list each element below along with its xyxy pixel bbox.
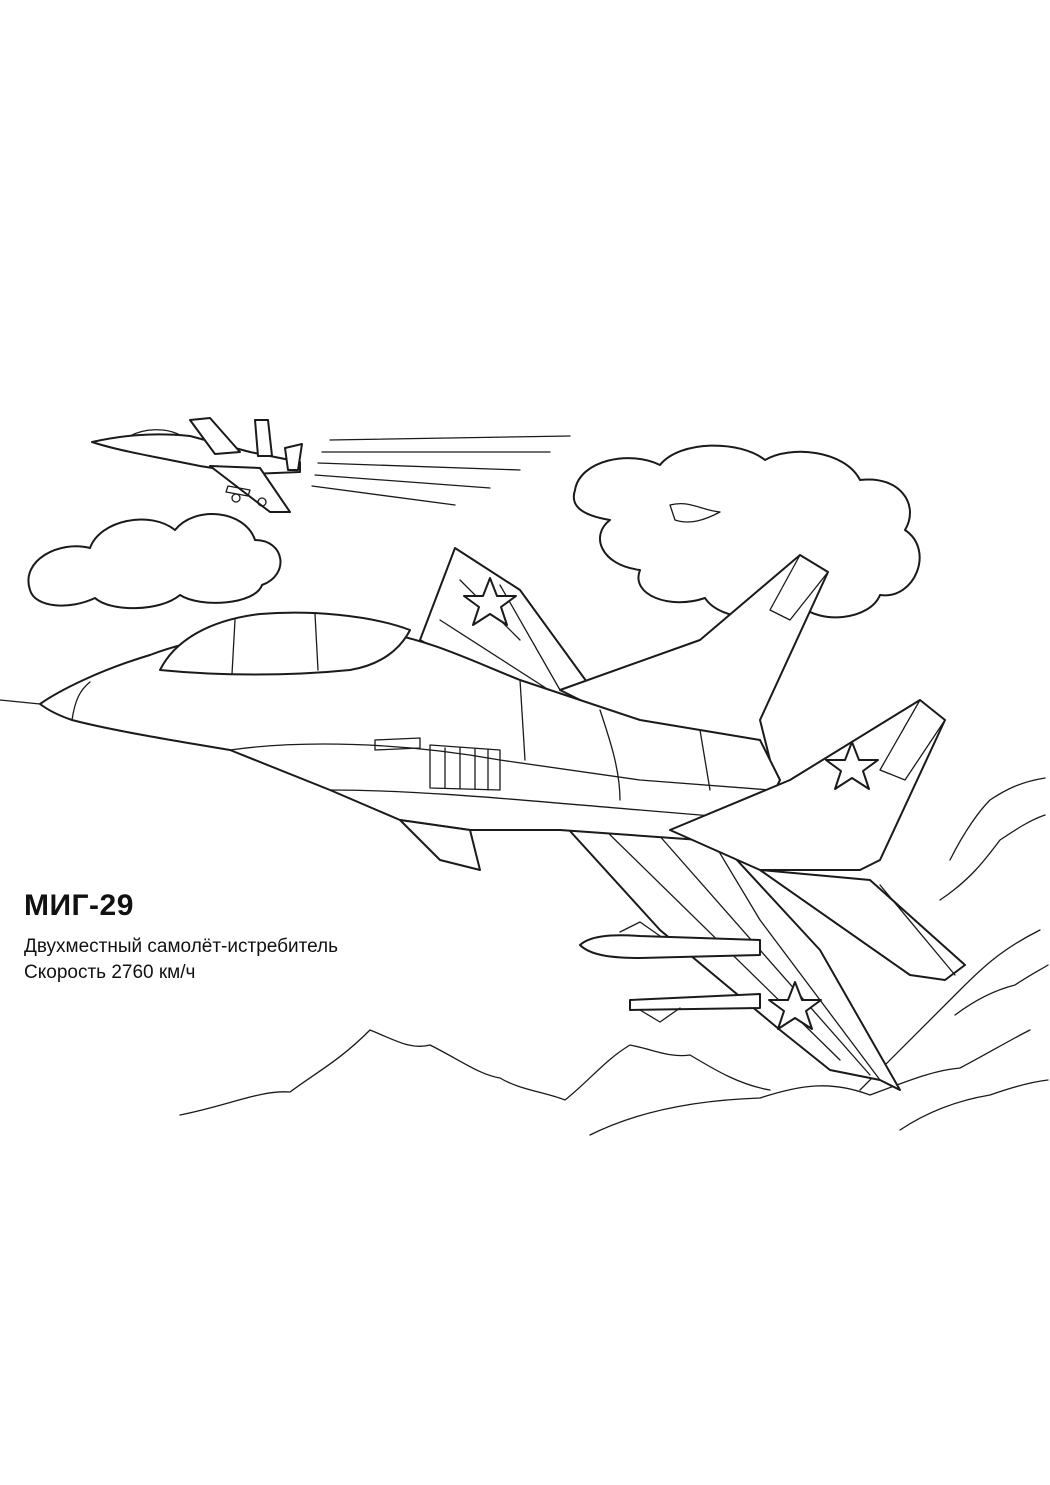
missiles	[579, 921, 761, 1023]
cloud-right	[572, 444, 921, 620]
aircraft-speed: Скорость 2760 км/ч	[24, 962, 196, 983]
star-insignia-tail-far	[463, 577, 517, 626]
cloud-left	[27, 513, 282, 610]
star-insignia-tail-near	[825, 741, 879, 790]
jet-stabilizer	[759, 869, 966, 981]
small-jet	[91, 417, 303, 513]
caption-block: МИГ-29 Двухместный самолёт-истребитель С…	[24, 888, 544, 986]
jet-fuselage	[0, 628, 781, 841]
star-insignia-wing	[768, 981, 822, 1030]
aircraft-description: Двухместный самолёт-истребитель	[24, 936, 339, 957]
speed-lines	[311, 435, 571, 506]
intake-gills	[374, 737, 501, 871]
cockpit-canopy	[159, 611, 411, 676]
mountains	[179, 777, 1049, 1136]
aircraft-title: МИГ-29	[24, 889, 134, 922]
jet-near-tail	[669, 699, 946, 871]
